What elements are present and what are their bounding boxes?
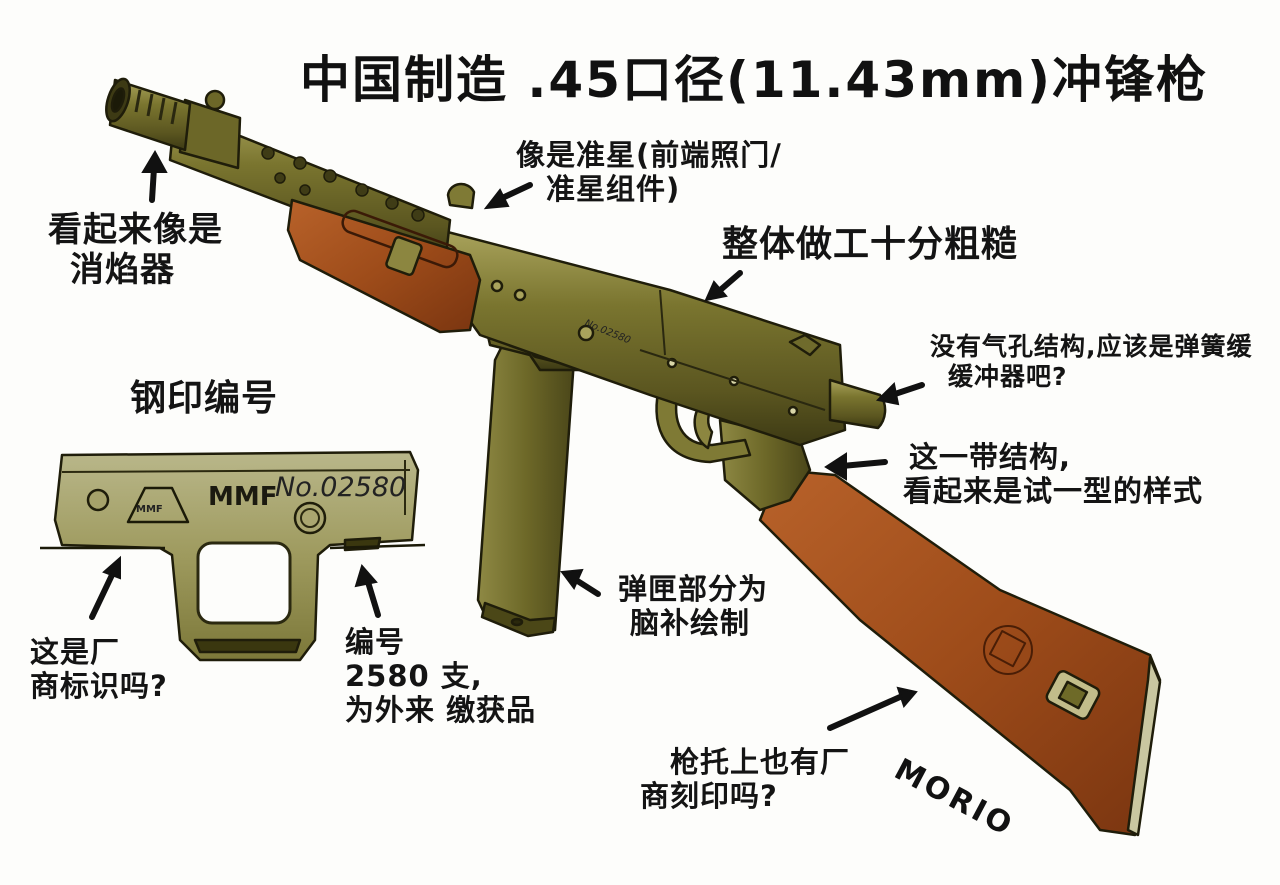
annotation-front-sight: 像是准星(前端照门/ 准星组件) xyxy=(516,138,782,206)
annotation-line: 脑补绘制 xyxy=(630,606,751,641)
buffer-cap xyxy=(828,378,887,430)
annotation-line: 为外来 缴获品 xyxy=(345,693,537,728)
annotation-line: 缓冲器吧? xyxy=(948,361,1068,391)
arrow-workmanship xyxy=(704,270,743,302)
annotation-line: 像是准星(前端照门/ xyxy=(516,138,782,172)
annotation-line: 这一带结构, xyxy=(909,440,1072,474)
annotation-line: 准星组件) xyxy=(546,172,681,207)
stamp-serial-text: No.02580 xyxy=(275,472,407,503)
annotation-line: 看起来像是 xyxy=(48,210,223,250)
serial-stamp-heading: 钢印编号 xyxy=(130,378,279,419)
arrow-buffer xyxy=(875,381,925,406)
annotation-trial-type: 这一带结构, 看起来是试一型的样式 xyxy=(903,440,1203,508)
annotation-line: 看起来是试一型的样式 xyxy=(903,474,1204,509)
annotation-line: 2580 支, xyxy=(345,659,483,694)
page-title: 中国制造 .45口径(11.43mm)冲锋枪 xyxy=(300,51,1209,109)
gun-body xyxy=(105,77,1162,837)
annotation-line: 商标识吗? xyxy=(30,669,168,704)
annotation-stock-mark: 枪托上也有厂 商刻印吗? xyxy=(640,745,850,813)
annotation-line: 编号 xyxy=(345,625,406,659)
trigger-guard xyxy=(655,383,752,464)
annotation-line: 枪托上也有厂 xyxy=(670,745,851,779)
annotation-flash-hider: 看起来像是 消焰器 xyxy=(48,210,223,290)
annotation-line: 这是厂 xyxy=(30,635,121,669)
arrow-trial-type xyxy=(824,452,888,481)
stamp-maker-text: MMF xyxy=(208,482,278,512)
annotation-line: 没有气孔结构,应该是弹簧缓 xyxy=(930,332,1253,361)
arrow-stock-mark xyxy=(827,686,918,731)
magazine xyxy=(476,328,577,634)
annotation-buffer: 没有气孔结构,应该是弹簧缓 缓冲器吧? xyxy=(930,332,1253,391)
arrow-front-sight xyxy=(483,182,533,210)
annotation-line: 消焰器 xyxy=(70,250,175,291)
annotation-magazine: 弹匣部分为 脑补绘制 xyxy=(618,572,768,640)
annotation-line: 商刻印吗? xyxy=(640,779,778,814)
arrow-flash-hider xyxy=(141,149,168,203)
wooden-stock xyxy=(758,468,1162,837)
annotation-maker-mark: 这是厂 商标识吗? xyxy=(30,635,168,703)
front-sight xyxy=(446,182,476,210)
annotation-arrows xyxy=(89,149,925,731)
arrow-maker-mark xyxy=(89,555,121,620)
serial-stamp-plate xyxy=(40,450,426,662)
annotation-workmanship: 整体做工十分粗糙 xyxy=(722,224,1019,265)
annotation-serial-note: 编号 2580 支, 为外来 缴获品 xyxy=(345,625,536,728)
rear-sight xyxy=(788,333,822,357)
arrow-magazine xyxy=(560,568,601,597)
annotation-line: 弹匣部分为 xyxy=(618,572,769,606)
wooden-handguard xyxy=(286,198,482,334)
stamp-logo-text: MMF xyxy=(136,504,163,515)
arrow-serial-note xyxy=(354,563,381,618)
